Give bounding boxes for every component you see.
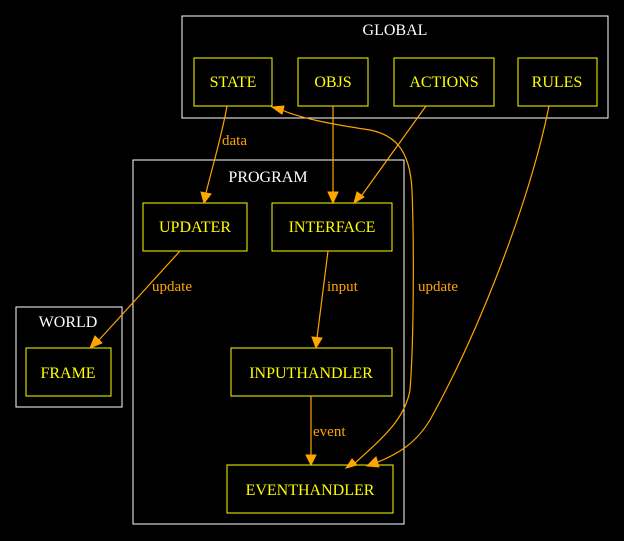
node-eventhandler: EVENTHANDLER: [226, 464, 394, 514]
cluster-world-label: WORLD: [39, 314, 98, 331]
node-rules: RULES: [517, 57, 598, 107]
node-interface: INTERFACE: [271, 202, 393, 252]
cluster-global-label: GLOBAL: [363, 22, 428, 39]
edge-label-data: data: [222, 133, 247, 149]
node-updater: UPDATER: [142, 202, 248, 252]
edge-label-input: input: [327, 279, 359, 295]
node-objs: OBJS: [297, 57, 369, 107]
edge-label-update-state: update: [418, 279, 458, 295]
edge-label-update-frame: update: [152, 279, 192, 295]
node-objs-label: OBJS: [314, 74, 351, 91]
node-inputhandler-label: INPUTHANDLER: [249, 365, 373, 382]
node-interface-label: INTERFACE: [289, 219, 376, 236]
edge-updater-to-frame: update: [89, 250, 192, 349]
edge-objs-to-interface: [327, 106, 339, 205]
cluster-program: PROGRAM: [132, 159, 405, 525]
edge-inputhandler-to-eventhandler: event: [305, 396, 346, 467]
node-rules-label: RULES: [532, 74, 583, 91]
cluster-world: WORLD: [15, 306, 123, 408]
node-eventhandler-label: EVENTHANDLER: [246, 482, 375, 499]
edge-state-to-updater: data: [200, 105, 247, 205]
node-actions: ACTIONS: [393, 57, 495, 107]
cluster-global: GLOBAL: [181, 15, 609, 119]
edge-eventhandler-to-state: update: [270, 105, 458, 469]
edge-label-event: event: [313, 424, 346, 440]
edge-rules-to-eventhandler: [365, 105, 550, 468]
node-frame: FRAME: [25, 347, 112, 397]
node-inputhandler: INPUTHANDLER: [230, 347, 393, 397]
edge-actions-to-interface: [353, 105, 427, 205]
node-actions-label: ACTIONS: [409, 74, 478, 91]
edge-interface-to-inputhandler: input: [311, 250, 359, 350]
node-state-label: STATE: [210, 74, 257, 91]
node-state: STATE: [193, 57, 273, 107]
cluster-program-label: PROGRAM: [228, 169, 307, 186]
node-frame-label: FRAME: [40, 365, 95, 382]
node-updater-label: UPDATER: [159, 219, 231, 236]
